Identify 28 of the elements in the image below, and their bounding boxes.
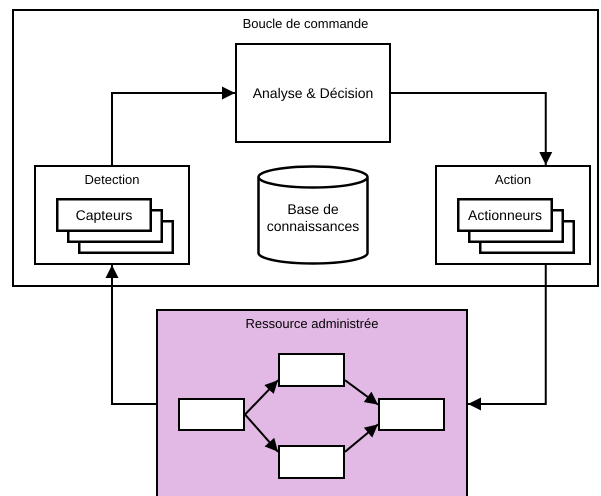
node-label: Action xyxy=(494,171,532,189)
arrow xyxy=(244,380,279,416)
empty-box xyxy=(378,398,445,431)
empty-box xyxy=(278,445,345,479)
stacked-cards xyxy=(56,198,174,254)
arrow xyxy=(106,265,156,405)
node-label: Detection xyxy=(84,171,140,189)
resource-panel xyxy=(156,309,468,496)
node-label: Actionneurs xyxy=(467,206,543,224)
group-box xyxy=(435,165,591,265)
arrow xyxy=(244,414,279,452)
node-label: Analyse & Décision xyxy=(252,84,374,103)
arrow xyxy=(344,424,379,453)
arrow xyxy=(391,92,552,165)
empty-box xyxy=(278,353,345,387)
arrow xyxy=(111,86,235,165)
node-label: Capteurs xyxy=(74,206,134,225)
database-cylinder xyxy=(257,165,369,265)
group-box xyxy=(34,165,190,265)
arrow xyxy=(468,265,547,410)
node-label: Ressource administrée xyxy=(244,315,380,333)
arrow xyxy=(344,379,379,406)
empty-box xyxy=(178,398,245,431)
loop-container xyxy=(12,9,599,287)
node-label: Base de connaissances xyxy=(266,201,360,235)
node-label: Boucle de commande xyxy=(242,15,370,33)
stacked-cards xyxy=(457,198,575,254)
process-box xyxy=(235,43,391,143)
